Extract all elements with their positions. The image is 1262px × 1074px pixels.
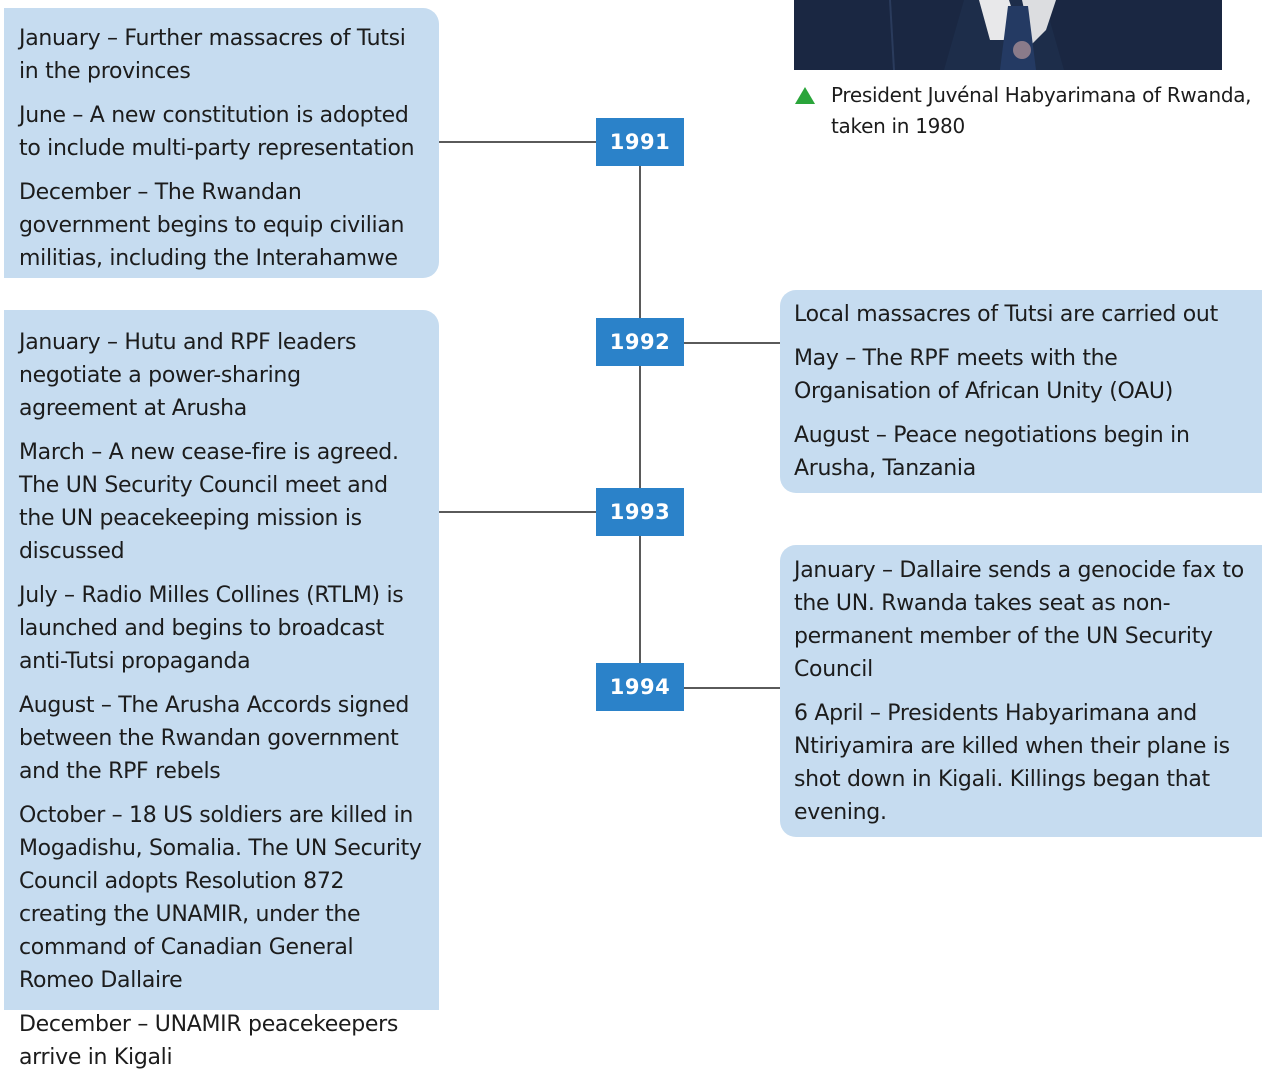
events-box-1993: January – Hutu and RPF leaders negotiate… bbox=[4, 310, 439, 1070]
photo-caption: President Juvénal Habyarimana of Rwanda,… bbox=[795, 80, 1255, 142]
event-item: October – 18 US soldiers are killed in M… bbox=[19, 803, 422, 993]
event-item: January – Dallaire sends a genocide fax … bbox=[794, 558, 1244, 682]
event-item: March – A new cease-fire is agreed. The … bbox=[19, 440, 399, 564]
year-badge-1992: 1992 bbox=[596, 318, 684, 366]
year-badge-1993: 1993 bbox=[596, 488, 684, 536]
event-item: May – The RPF meets with the Organisatio… bbox=[794, 346, 1173, 404]
event-item: June – A new constitution is adopted to … bbox=[19, 103, 415, 161]
event-item: January – Hutu and RPF leaders negotiate… bbox=[19, 330, 357, 421]
events-box-1994: January – Dallaire sends a genocide fax … bbox=[780, 545, 1262, 837]
connector-1992 bbox=[684, 342, 780, 344]
connector-1993 bbox=[439, 511, 596, 513]
event-item: July – Radio Milles Collines (RTLM) is l… bbox=[19, 583, 404, 674]
connector-1991 bbox=[439, 141, 596, 143]
events-box-1991: January – Further massacres of Tutsi in … bbox=[4, 8, 439, 278]
event-item: December – UNAMIR peacekeepers arrive in… bbox=[19, 1012, 399, 1070]
event-item: December – The Rwandan government begins… bbox=[19, 180, 405, 271]
event-item: January – Further massacres of Tutsi in … bbox=[19, 26, 406, 84]
connector-1994 bbox=[684, 687, 780, 689]
year-badge-1991: 1991 bbox=[596, 118, 684, 166]
year-badge-1994: 1994 bbox=[596, 663, 684, 711]
event-item: 6 April – Presidents Habyarimana and Nti… bbox=[794, 701, 1230, 825]
timeline-spine bbox=[639, 166, 641, 664]
caption-text: President Juvénal Habyarimana of Rwanda,… bbox=[831, 83, 1252, 138]
event-item: Local massacres of Tutsi are carried out bbox=[794, 302, 1218, 327]
president-photo bbox=[794, 0, 1222, 70]
events-box-1992: Local massacres of Tutsi are carried out… bbox=[780, 290, 1262, 493]
event-item: August – The Arusha Accords signed betwe… bbox=[19, 693, 409, 784]
green-triangle-icon bbox=[795, 87, 815, 104]
event-item: August – Peace negotiations begin in Aru… bbox=[794, 423, 1190, 481]
